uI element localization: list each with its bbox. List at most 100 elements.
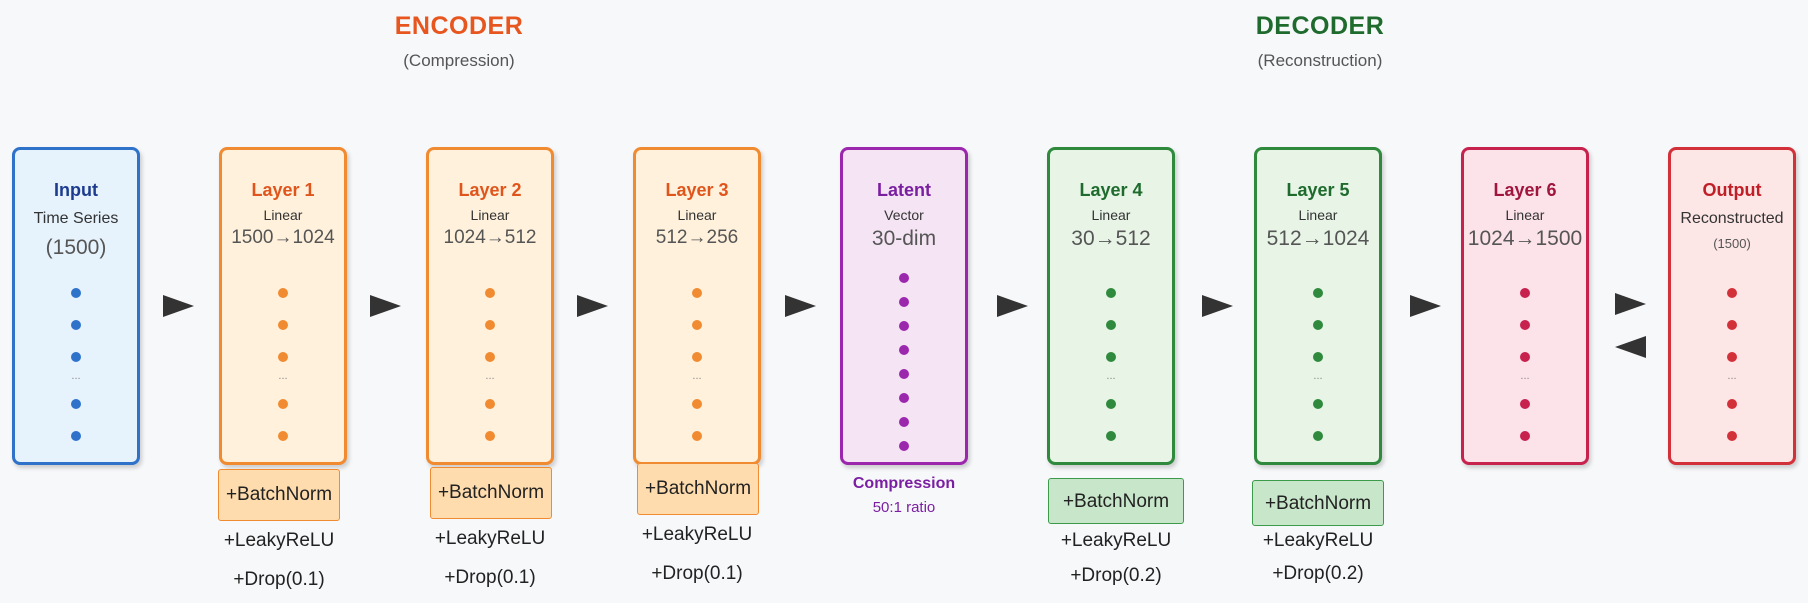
- input-node: Input Time Series (1500) ...: [12, 147, 140, 465]
- neuron-dot: [1727, 320, 1737, 330]
- layer4-type: Linear: [1091, 207, 1131, 223]
- neuron-ellipsis: ...: [1727, 370, 1737, 382]
- layer2-dropout: +Drop(0.1): [444, 567, 536, 588]
- layer5-dropout: +Drop(0.2): [1272, 563, 1364, 584]
- neuron-dot: [71, 320, 81, 330]
- neuron-dot: [71, 399, 81, 409]
- neuron-dot: [1520, 320, 1530, 330]
- neuron-dot: [278, 320, 288, 330]
- layer3-batchnorm: +BatchNorm: [637, 463, 759, 515]
- neuron-dot: [278, 288, 288, 298]
- neuron-dot: [692, 320, 702, 330]
- neuron-dot: [1727, 431, 1737, 441]
- neuron-dot: [692, 399, 702, 409]
- compression-label: Compression: [852, 475, 956, 492]
- layer4-activation: +LeakyReLU: [1060, 530, 1172, 551]
- layer3-title: Layer 3: [665, 180, 729, 200]
- neuron-dot: [1520, 352, 1530, 362]
- layer1-dims: 1500→1024: [231, 227, 335, 248]
- arrow-right-icon: [577, 295, 608, 317]
- compression-note: Compression 50:1 ratio: [824, 475, 984, 516]
- neuron-dot: [1313, 399, 1323, 409]
- arrow-left-icon: [1615, 336, 1646, 358]
- encoder-subtitle: (Compression): [403, 51, 515, 70]
- layer4-dims: 30→512: [1071, 227, 1151, 250]
- neuron-dot: [71, 288, 81, 298]
- neuron-dot: [1106, 320, 1116, 330]
- layer1-type: Linear: [263, 207, 303, 223]
- neuron-ellipsis: ...: [485, 370, 495, 382]
- neuron-dot: [899, 441, 909, 451]
- latent-title: Latent: [877, 180, 931, 200]
- output-dims: (1500): [1713, 236, 1751, 251]
- neuron-dot: [278, 431, 288, 441]
- neuron-dot: [278, 352, 288, 362]
- layer2-batchnorm: +BatchNorm: [430, 467, 552, 519]
- arrow-right-icon: [370, 295, 401, 317]
- neuron-dot: [899, 345, 909, 355]
- neuron-dot: [1106, 431, 1116, 441]
- neuron-dot: [1106, 399, 1116, 409]
- compression-ratio: 50:1 ratio: [872, 499, 936, 516]
- layer3-type: Linear: [677, 207, 717, 223]
- neuron-dot: [1727, 399, 1737, 409]
- neuron-dot: [1313, 288, 1323, 298]
- layer2-type: Linear: [470, 207, 510, 223]
- layer5-activation: +LeakyReLU: [1262, 530, 1374, 551]
- layer4-dropout: +Drop(0.2): [1070, 565, 1162, 586]
- input-subtitle: Time Series: [33, 210, 119, 227]
- neuron-dot: [1313, 352, 1323, 362]
- neuron-dot: [1727, 288, 1737, 298]
- neuron-dot: [1520, 288, 1530, 298]
- latent-dims: 30-dim: [871, 227, 937, 250]
- neuron-ellipsis: ...: [278, 370, 288, 382]
- layer4-batchnorm: +BatchNorm: [1048, 478, 1184, 524]
- neuron-dot: [485, 431, 495, 441]
- arrow-right-icon: [1202, 295, 1233, 317]
- output-title: Output: [1702, 180, 1762, 200]
- layer3-node: Layer 3 Linear 512→256 ...: [633, 147, 761, 465]
- neuron-dot: [485, 352, 495, 362]
- layer6-type: Linear: [1505, 207, 1545, 223]
- neuron-dot: [71, 431, 81, 441]
- layer4-title: Layer 4: [1079, 180, 1143, 200]
- input-dims: (1500): [45, 236, 107, 259]
- layer5-batchnorm: +BatchNorm: [1252, 480, 1384, 526]
- neuron-dot: [1520, 431, 1530, 441]
- layer3-activation: +LeakyReLU: [641, 524, 753, 545]
- neuron-dot: [1106, 288, 1116, 298]
- neuron-dot: [485, 399, 495, 409]
- neuron-dot: [899, 297, 909, 307]
- arrow-right-icon: [1410, 295, 1441, 317]
- neuron-dot: [899, 369, 909, 379]
- neuron-dot: [899, 321, 909, 331]
- layer5-dims: 512→1024: [1266, 227, 1370, 250]
- layer2-dims: 1024→512: [443, 227, 537, 248]
- layer3-dims: 512→256: [655, 227, 739, 248]
- neuron-dot: [692, 431, 702, 441]
- neuron-dot: [692, 352, 702, 362]
- neuron-dot: [899, 273, 909, 283]
- output-subtitle: Reconstructed: [1680, 210, 1784, 227]
- latent-node: Latent Vector 30-dim: [840, 147, 968, 465]
- neuron-dot: [1313, 431, 1323, 441]
- layer1-node: Layer 1 Linear 1500→1024 ...: [219, 147, 347, 465]
- layer5-node: Layer 5 Linear 512→1024 ...: [1254, 147, 1382, 465]
- arrow-right-icon: [1615, 293, 1646, 315]
- arrow-right-icon: [163, 295, 194, 317]
- neuron-dot: [692, 288, 702, 298]
- neuron-dot: [71, 352, 81, 362]
- layer5-type: Linear: [1298, 207, 1338, 223]
- layer1-activation: +LeakyReLU: [223, 530, 335, 551]
- arrow-right-icon: [785, 295, 816, 317]
- layer3-dropout: +Drop(0.1): [651, 563, 743, 584]
- layer2-activation: +LeakyReLU: [434, 528, 546, 549]
- layer1-batchnorm: +BatchNorm: [218, 469, 340, 521]
- decoder-heading: DECODER (Reconstruction): [1170, 12, 1470, 71]
- layer1-title: Layer 1: [251, 180, 315, 200]
- neuron-dot: [899, 417, 909, 427]
- layer6-node: Layer 6 Linear 1024→1500 ...: [1461, 147, 1589, 465]
- layer2-title: Layer 2: [458, 180, 522, 200]
- neuron-ellipsis: ...: [1313, 370, 1323, 382]
- arrow-right-icon: [997, 295, 1028, 317]
